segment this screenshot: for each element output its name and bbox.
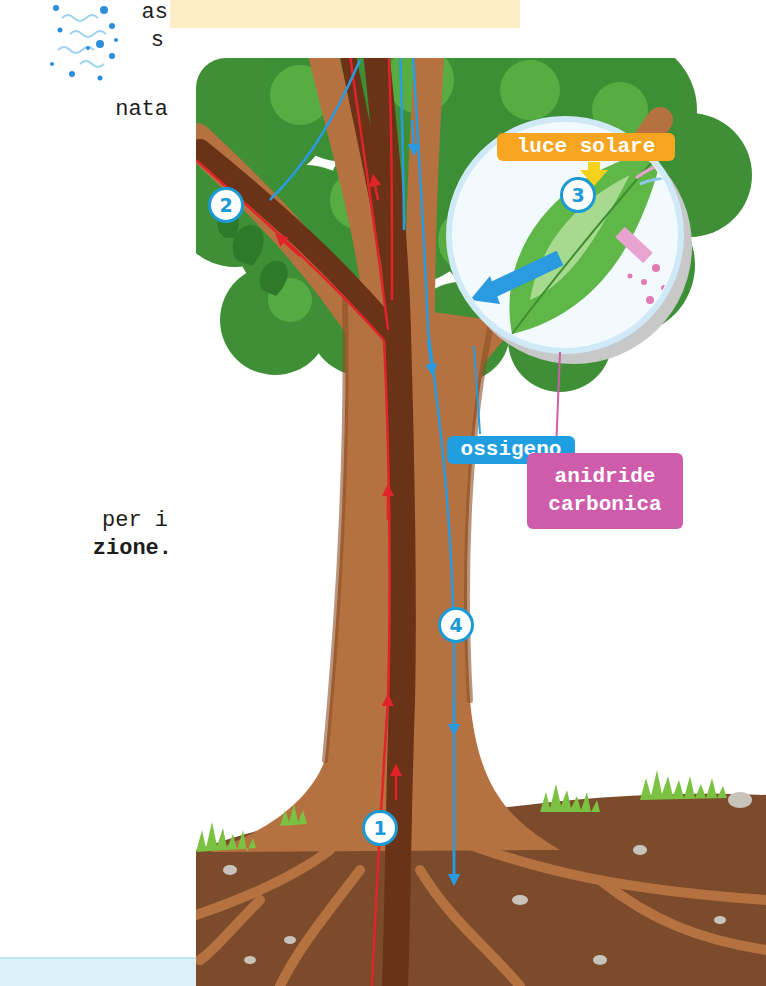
node-text: 3 <box>563 180 593 210</box>
leaf-magnifier <box>449 119 692 454</box>
callout-number: 3 <box>560 177 596 213</box>
label-box: anidride carbonica <box>527 453 683 529</box>
page-text: per i <box>102 508 168 534</box>
node-text: anidride carbonica <box>539 463 671 519</box>
callout-number: 2 <box>208 187 244 223</box>
node-text: 4 <box>441 610 471 640</box>
page-text: nata <box>115 97 168 123</box>
node-text: 2 <box>211 190 241 220</box>
tree-scene <box>196 58 766 986</box>
callout-number: 1 <box>362 810 398 846</box>
page-text: s <box>151 28 164 54</box>
label-box: luce solare <box>497 133 676 161</box>
page-text: as <box>142 0 168 26</box>
node-text: luce solare <box>517 133 656 161</box>
water-vapour-icon <box>50 5 118 81</box>
node-text: 1 <box>365 813 395 843</box>
callout-number: 4 <box>438 607 474 643</box>
top-box <box>170 0 520 28</box>
page-text: zione. <box>93 536 172 562</box>
